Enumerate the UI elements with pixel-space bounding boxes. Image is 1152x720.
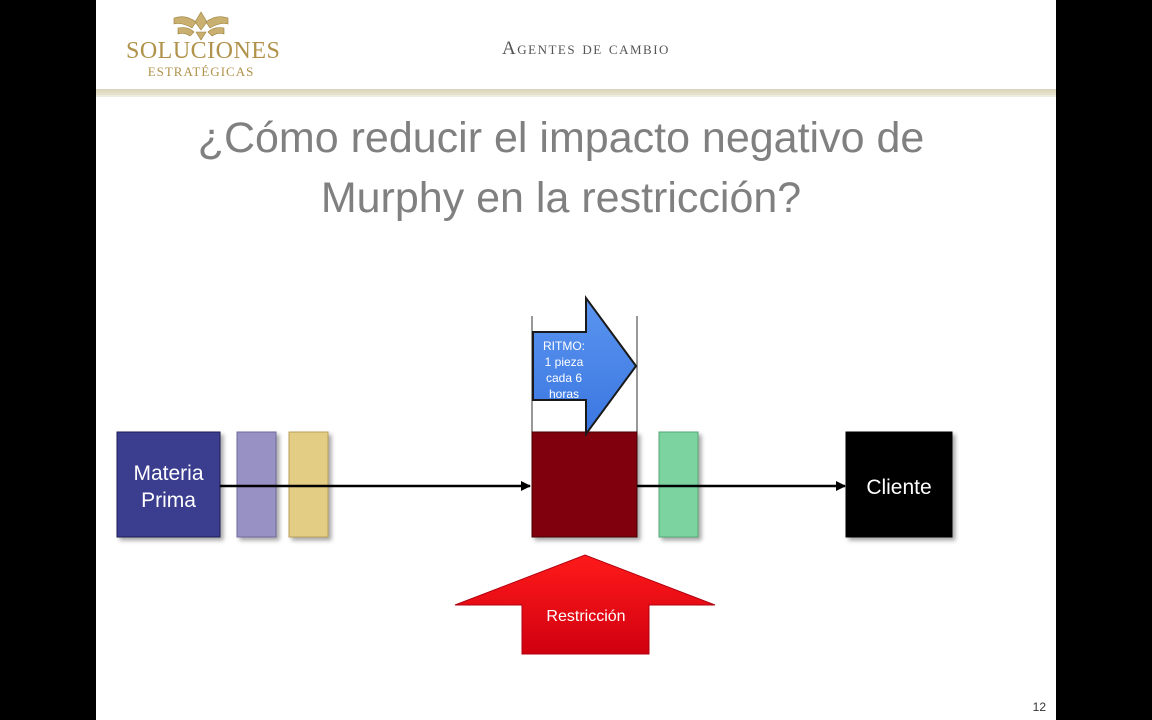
header-divider — [96, 89, 1056, 95]
raw-material-label-line-2: Prima — [141, 489, 196, 512]
flow-diagram — [116, 294, 953, 655]
section-title: Agentes de cambio — [502, 38, 670, 59]
logo: SOLUCIONES ESTRATÉGICAS — [126, 8, 281, 84]
constraint-label: Restricción — [546, 608, 626, 625]
raw-material-label-line-1: Materia — [133, 462, 204, 485]
rhythm-label-line-3: cada 6 — [545, 371, 583, 385]
slide-title-line-2: Murphy en la restricción? — [320, 174, 802, 222]
raw-material-box — [116, 431, 221, 538]
constraint-arrow — [454, 554, 716, 655]
raw-material-label: Materia Prima — [117, 460, 220, 514]
buffer-yellow — [288, 431, 329, 538]
logo-wordmark-bottom: ESTRATÉGICAS — [147, 64, 255, 79]
constraint-box — [531, 431, 638, 538]
slide: SOLUCIONES ESTRATÉGICAS Agentes de cambi… — [96, 0, 1056, 720]
rhythm-arrow — [532, 294, 638, 438]
buffer-purple — [236, 431, 277, 538]
rhythm-label-line-2: 1 pieza — [544, 355, 584, 369]
client-box — [845, 431, 953, 538]
rhythm-label: RITMO: 1 pieza cada 6 horas — [534, 338, 594, 402]
header-divider-shadow — [96, 95, 1056, 97]
page-number: 12 — [1032, 700, 1046, 714]
rhythm-label-line-4: horas — [548, 387, 580, 401]
logo-emblem-icon — [173, 11, 229, 41]
buffer-green — [658, 431, 699, 538]
logo-wordmark-top: SOLUCIONES — [126, 38, 281, 64]
rhythm-label-line-1: RITMO: — [543, 339, 585, 353]
slide-title-line-1: ¿Cómo reducir el impacto negativo de — [197, 114, 925, 162]
slide-title: ¿Cómo reducir el impacto negativo de Mur… — [116, 108, 1006, 228]
client-label: Cliente — [866, 476, 932, 499]
